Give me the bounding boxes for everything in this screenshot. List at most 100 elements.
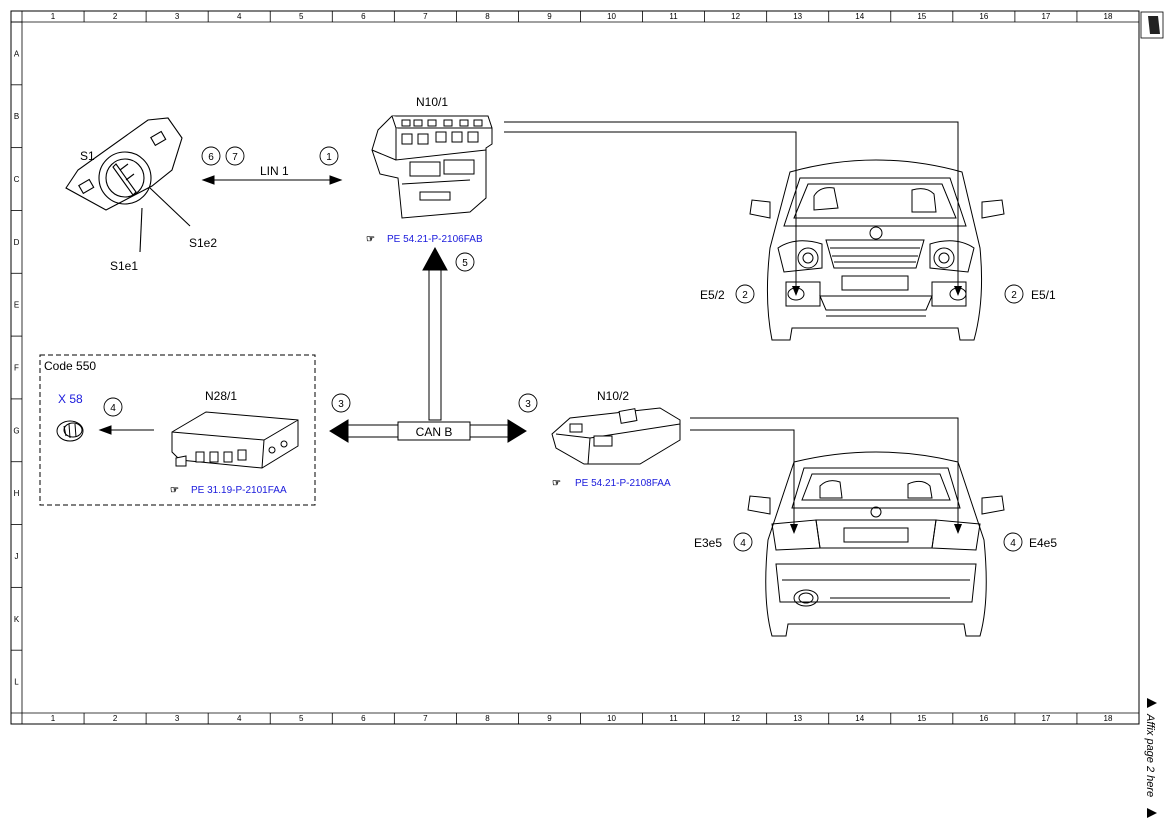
grid-row-label: D <box>14 238 20 247</box>
marker-1: 1 <box>319 146 339 166</box>
marker-7: 7 <box>225 146 245 166</box>
marker-4-right: 4 <box>1003 532 1023 552</box>
grid-column-label: 9 <box>547 12 552 21</box>
e4e5-label: E4e5 <box>1029 536 1057 550</box>
marker-2-right: 2 <box>1004 284 1024 304</box>
affix-arrow-top-icon <box>1147 698 1157 708</box>
rear-lamp-arrowheads <box>790 524 962 534</box>
grid-column-label: 15 <box>917 12 926 21</box>
s1e2-label: S1e2 <box>189 236 217 250</box>
grid-column-label: 12 <box>731 12 740 21</box>
grid-column-label: 11 <box>669 714 678 723</box>
page-corner-icon <box>1140 11 1164 39</box>
svg-text:2: 2 <box>1011 290 1017 301</box>
can-bus-stem-arrow <box>422 246 448 421</box>
lin-bus-arrow <box>201 175 343 185</box>
svg-text:4: 4 <box>110 403 116 414</box>
grid-column-label: 4 <box>237 714 242 723</box>
svg-text:3: 3 <box>338 399 344 410</box>
grid-column-label: 17 <box>1041 714 1050 723</box>
code-550-box <box>39 354 316 506</box>
grid-column-label: 10 <box>607 714 616 723</box>
n28-1-to-x58-arrow <box>98 425 154 435</box>
n10-1-ref-link[interactable]: PE 54.21-P-2106FAB <box>387 234 483 245</box>
rear-car-drawing <box>747 451 1005 637</box>
n28-1-label: N28/1 <box>205 389 237 403</box>
marker-2-left: 2 <box>735 284 755 304</box>
diagram-frame <box>10 10 1140 725</box>
grid-column-label: 1 <box>51 714 56 723</box>
n10-2-module <box>551 407 681 465</box>
grid-column-label: 17 <box>1041 12 1050 21</box>
grid-column-label: 2 <box>113 12 118 21</box>
grid-row-label: F <box>14 364 19 373</box>
grid-column-label: 15 <box>917 714 926 723</box>
can-bus-arrow <box>329 419 527 443</box>
front-car-drawing <box>749 159 1005 341</box>
marker-3-left: 3 <box>331 393 351 413</box>
svg-text:5: 5 <box>462 258 468 269</box>
e3e5-label: E3e5 <box>694 536 722 550</box>
n10-2-ref-icon: ☞ <box>552 478 561 489</box>
grid-column-label: 8 <box>485 714 490 723</box>
grid-column-label: 14 <box>855 12 864 21</box>
grid-column-label: 2 <box>113 714 118 723</box>
n10-1-label: N10/1 <box>416 95 448 109</box>
svg-text:4: 4 <box>1010 538 1016 549</box>
grid-column-label: 1 <box>51 12 56 21</box>
grid-row-label: B <box>14 112 19 121</box>
code-550-label: Code 550 <box>44 359 96 373</box>
n10-2-ref-link[interactable]: PE 54.21-P-2108FAA <box>575 478 671 489</box>
x58-label: X 58 <box>58 392 83 406</box>
grid-column-label: 18 <box>1104 714 1113 723</box>
grid-row-label: H <box>14 489 20 498</box>
grid-column-label: 16 <box>979 714 988 723</box>
grid-column-label: 4 <box>237 12 242 21</box>
x58-connector <box>56 420 84 442</box>
svg-text:Affix page 2 here: Affix page 2 here <box>1144 713 1156 797</box>
svg-text:3: 3 <box>525 399 531 410</box>
affix-page-note: Affix page 2 here <box>1144 713 1156 797</box>
svg-text:4: 4 <box>740 538 746 549</box>
grid-column-label: 18 <box>1104 12 1113 21</box>
grid-row-label: E <box>14 301 19 310</box>
n28-1-ref-link[interactable]: PE 31.19-P-2101FAA <box>191 485 287 496</box>
lin-bus-label: LIN 1 <box>260 164 289 178</box>
grid-column-label: 9 <box>547 714 552 723</box>
marker-6: 6 <box>201 146 221 166</box>
n28-1-ref-icon: ☞ <box>170 485 179 496</box>
s1-light-switch <box>65 117 191 253</box>
grid-column-label: 5 <box>299 714 304 723</box>
grid-column-label: 16 <box>979 12 988 21</box>
s1-label: S1 <box>80 149 95 163</box>
grid-row-label: K <box>14 615 20 624</box>
grid-row-label: C <box>14 175 20 184</box>
affix-arrow-bottom-icon <box>1147 808 1157 818</box>
marker-4-left: 4 <box>733 532 753 552</box>
marker-4-x58: 4 <box>103 397 123 417</box>
grid-column-label: 11 <box>669 12 678 21</box>
front-lamp-arrowheads <box>792 286 962 296</box>
svg-text:7: 7 <box>232 152 238 163</box>
n10-1-module <box>371 115 493 219</box>
grid-column-label: 5 <box>299 12 304 21</box>
svg-text:1: 1 <box>326 152 332 163</box>
grid-column-label: 8 <box>485 12 490 21</box>
marker-5: 5 <box>455 252 475 272</box>
n10-2-label: N10/2 <box>597 389 629 403</box>
n28-1-module <box>171 411 299 469</box>
n10-2-to-rear-lamps-wires <box>690 417 959 530</box>
marker-3-right: 3 <box>518 393 538 413</box>
grid-column-ticks: 1122334455667788991010111112121313141415… <box>21 11 1113 724</box>
e5-2-label: E5/2 <box>700 288 725 302</box>
grid-column-label: 6 <box>361 12 366 21</box>
grid-column-label: 13 <box>793 12 802 21</box>
grid-column-label: 7 <box>423 12 428 21</box>
grid-row-label: G <box>13 426 19 435</box>
can-bus-label: CAN B <box>416 425 453 439</box>
grid-row-label: A <box>14 49 20 58</box>
grid-column-label: 6 <box>361 714 366 723</box>
grid-column-label: 3 <box>175 12 180 21</box>
